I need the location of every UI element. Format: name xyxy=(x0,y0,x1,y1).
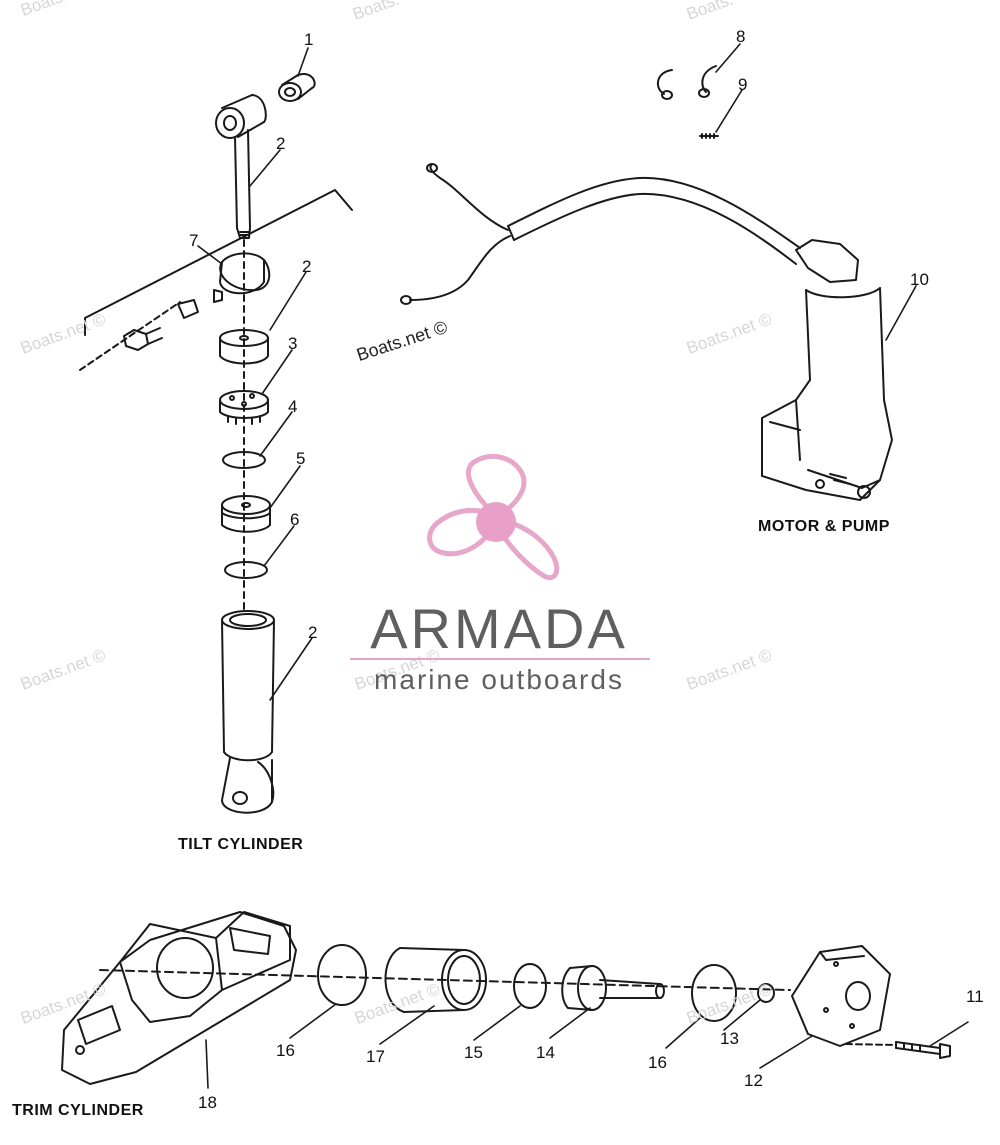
part-2-rod-eye xyxy=(215,94,267,239)
part-11-bolt xyxy=(845,1041,951,1059)
callout-6: 6 xyxy=(290,510,300,529)
callout-15: 15 xyxy=(464,1043,483,1062)
part-16-o-ring xyxy=(317,944,367,1006)
motor-pump-title: MOTOR & PUMP xyxy=(758,518,890,535)
part-2-piston-cap xyxy=(219,329,269,365)
motor-and-pump xyxy=(400,65,893,501)
armada-propeller-logo xyxy=(427,453,560,580)
callout-17: 17 xyxy=(366,1047,385,1066)
part-15-o-ring xyxy=(513,963,547,1009)
part-13-check-ball xyxy=(757,983,775,1003)
callout-2: 2 xyxy=(276,134,286,153)
bolt-and-washer xyxy=(79,299,199,371)
part-14-piston-rod xyxy=(561,965,665,1011)
part-2-tilt-cylinder-body xyxy=(221,610,275,814)
part-18-trim-cylinder-body xyxy=(61,911,297,1085)
part-8-clips xyxy=(656,65,717,100)
brand-tagline: marine outboards xyxy=(374,664,624,695)
callout-8: 8 xyxy=(736,27,746,46)
trim-cylinder-parts xyxy=(61,911,951,1085)
callout-11: 11 xyxy=(966,987,984,1006)
part-5-seal xyxy=(221,495,271,533)
brand-divider xyxy=(350,658,650,660)
part-6-o-ring xyxy=(224,561,268,579)
tilt-cylinder-title: TILT CYLINDER xyxy=(178,836,304,853)
part-4-o-ring xyxy=(222,451,266,469)
callout-9: 9 xyxy=(738,75,748,94)
callout-3: 3 xyxy=(288,334,298,353)
callout-5: 5 xyxy=(296,449,306,468)
wire-harness xyxy=(400,163,801,305)
callout-16: 16 xyxy=(648,1053,667,1072)
callout-1: 1 xyxy=(304,30,314,49)
callout-13: 13 xyxy=(720,1029,739,1048)
callout-18: 18 xyxy=(198,1093,217,1112)
trim-cylinder-title: TRIM CYLINDER xyxy=(12,1102,144,1119)
motor-housing xyxy=(761,239,893,501)
part-7-clamp xyxy=(84,189,353,336)
part-16-o-ring-right xyxy=(691,964,737,1022)
callout-leaders xyxy=(197,43,969,1089)
propeller-hub-icon xyxy=(476,502,516,542)
brand-name: ARMADA xyxy=(370,597,628,660)
tilt-cylinder-parts xyxy=(79,73,353,814)
trim-axis-line xyxy=(99,969,791,991)
part-1-bushing xyxy=(278,73,316,102)
part-17-sleeve xyxy=(384,947,487,1013)
callout-4: 4 xyxy=(288,397,298,416)
callout-2: 2 xyxy=(302,257,312,276)
part-9-spring xyxy=(699,133,719,139)
callout-7: 7 xyxy=(189,231,199,250)
callout-10: 10 xyxy=(910,270,929,289)
part-3-piston xyxy=(219,390,269,425)
callout-16: 16 xyxy=(276,1041,295,1060)
callout-2: 2 xyxy=(308,623,318,642)
part-12-end-cap xyxy=(791,945,891,1047)
callout-12: 12 xyxy=(744,1071,763,1090)
callout-14: 14 xyxy=(536,1043,555,1062)
